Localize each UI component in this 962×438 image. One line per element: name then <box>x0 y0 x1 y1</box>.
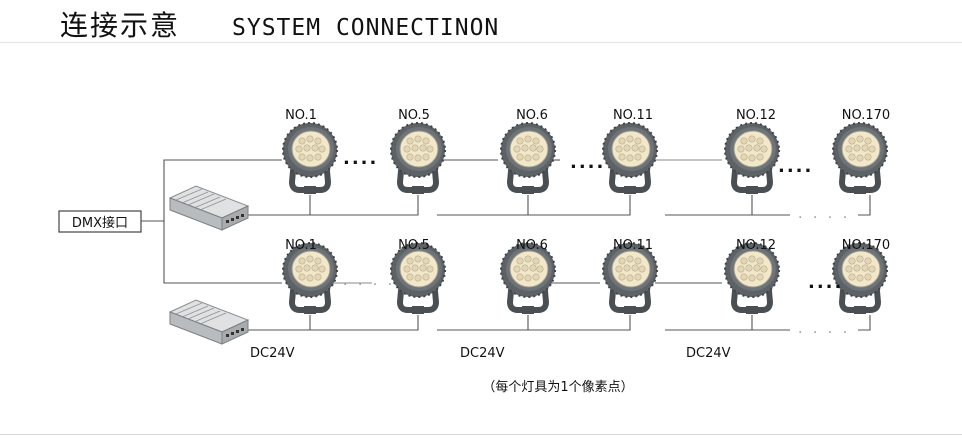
title-chinese: 连接示意 <box>60 9 181 42</box>
power-label: DC24V <box>686 346 731 361</box>
led-fixture-icon <box>501 243 555 314</box>
fixture-label: NO.5 <box>398 108 430 123</box>
led-fixture-icon <box>391 243 445 314</box>
ellipsis-row-2-b: .... <box>808 272 843 293</box>
led-fixture-icon <box>725 243 779 314</box>
power-wire-row-1 <box>248 195 311 216</box>
ellipsis-power-row-1: . . . . <box>798 206 850 222</box>
ellipsis-row-2-a: . . . . <box>343 273 395 289</box>
fixture-label: NO.6 <box>516 238 548 253</box>
power-label: DC24V <box>250 346 295 361</box>
fixture-label: NO.170 <box>842 238 890 253</box>
led-fixture-icon <box>603 243 657 314</box>
power-supply-2 <box>169 299 249 345</box>
fixture-label: NO.170 <box>842 108 890 123</box>
power-label: DC24V <box>460 346 505 361</box>
bottom-divider <box>0 434 962 435</box>
fixture-label: NO.1 <box>285 108 317 123</box>
signal-wire-row-2 <box>163 221 282 284</box>
led-fixture-icon <box>603 123 657 194</box>
fixture-label: NO.5 <box>398 238 430 253</box>
led-fixture-icon <box>833 123 887 194</box>
ellipsis-row-1-a: .... <box>343 148 378 169</box>
header: 连接示意 SYSTEM CONNECTINON <box>60 4 500 42</box>
top-divider <box>0 42 962 43</box>
fixture-label: NO.1 <box>285 238 317 253</box>
fixture-label: NO.12 <box>736 108 776 123</box>
ellipsis-power-row-2: . . . . <box>798 321 850 337</box>
power-wire-row-2 <box>248 315 311 331</box>
fixture-label: NO.12 <box>736 238 776 253</box>
title-english: SYSTEM CONNECTINON <box>232 15 500 41</box>
led-fixture-icon <box>283 243 337 314</box>
ellipsis-row-1-c: .... <box>778 156 813 177</box>
fixture-label: NO.11 <box>613 108 653 123</box>
led-fixture-icon <box>501 123 555 194</box>
led-fixture-icon <box>283 123 337 194</box>
fixture-label: NO.11 <box>613 238 653 253</box>
signal-wire-row-1 <box>141 159 282 222</box>
footnote: （每个灯具为1个像素点） <box>482 379 633 395</box>
led-fixture-icon <box>725 123 779 194</box>
dmx-interface-label: DMX接口 <box>72 215 128 231</box>
ellipsis-row-1-b: .... <box>570 152 605 173</box>
power-supply-1 <box>169 185 249 231</box>
fixture-label: NO.6 <box>516 108 548 123</box>
led-fixture-icon <box>391 123 445 194</box>
